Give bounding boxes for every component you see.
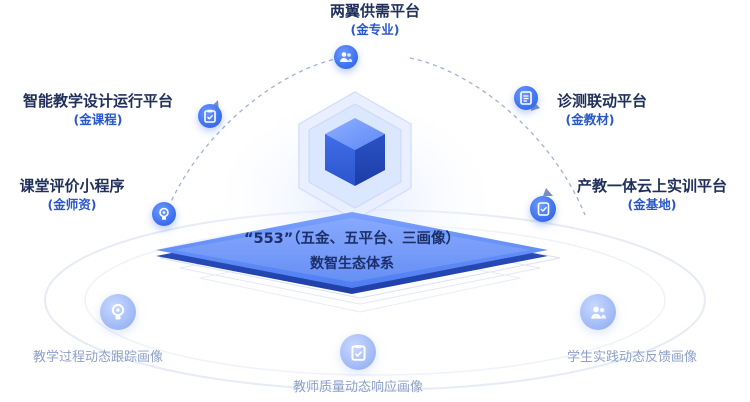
dashed-arc-right: [409, 57, 586, 216]
clipboard-icon: [198, 104, 222, 128]
platform-title-supply-demand: 两翼供需平台: [329, 2, 421, 20]
users-icon: [580, 294, 616, 330]
platform-title-diagnosis: 诊测联动平台: [556, 92, 648, 110]
portrait-student-practice: 学生实践动态反馈画像: [566, 350, 698, 365]
center-subtitle: 数智生态体系: [310, 256, 394, 272]
cube-right: [355, 134, 385, 186]
lightbulb-icon: [100, 294, 136, 330]
portrait-teaching-process: 教学过程动态跟踪画像: [32, 350, 164, 365]
users-icon: [334, 45, 358, 69]
platform-sub-classroom-eval: (金师资): [47, 197, 97, 212]
platform-sub-teaching-design: (金课程): [73, 112, 123, 127]
cube-left: [325, 134, 355, 186]
platform-sub-supply-demand: (金专业): [350, 22, 400, 37]
platform-sub-cloud-training: (金基地): [627, 197, 677, 212]
portrait-teacher-quality: 教师质量动态响应画像: [292, 380, 424, 395]
lightbulb-icon: [152, 202, 176, 226]
platform-sub-diagnosis: (金教材): [565, 112, 615, 127]
clipboard-icon: [340, 334, 376, 370]
dashed-arc-left: [164, 57, 341, 216]
arrow-right-lower: [543, 188, 553, 196]
platform-title-teaching-design: 智能教学设计运行平台: [22, 92, 174, 110]
main-plate: [156, 212, 548, 288]
main-plate-highlight: [174, 218, 530, 282]
document-icon: [514, 86, 538, 110]
center-title: “553”（五金、五平台、三画像）: [243, 231, 461, 247]
platform-title-classroom-eval: 课堂评价小程序: [19, 177, 125, 195]
tag-icon: [530, 196, 556, 222]
platform-title-cloud-training: 产教一体云上实训平台: [576, 177, 728, 195]
